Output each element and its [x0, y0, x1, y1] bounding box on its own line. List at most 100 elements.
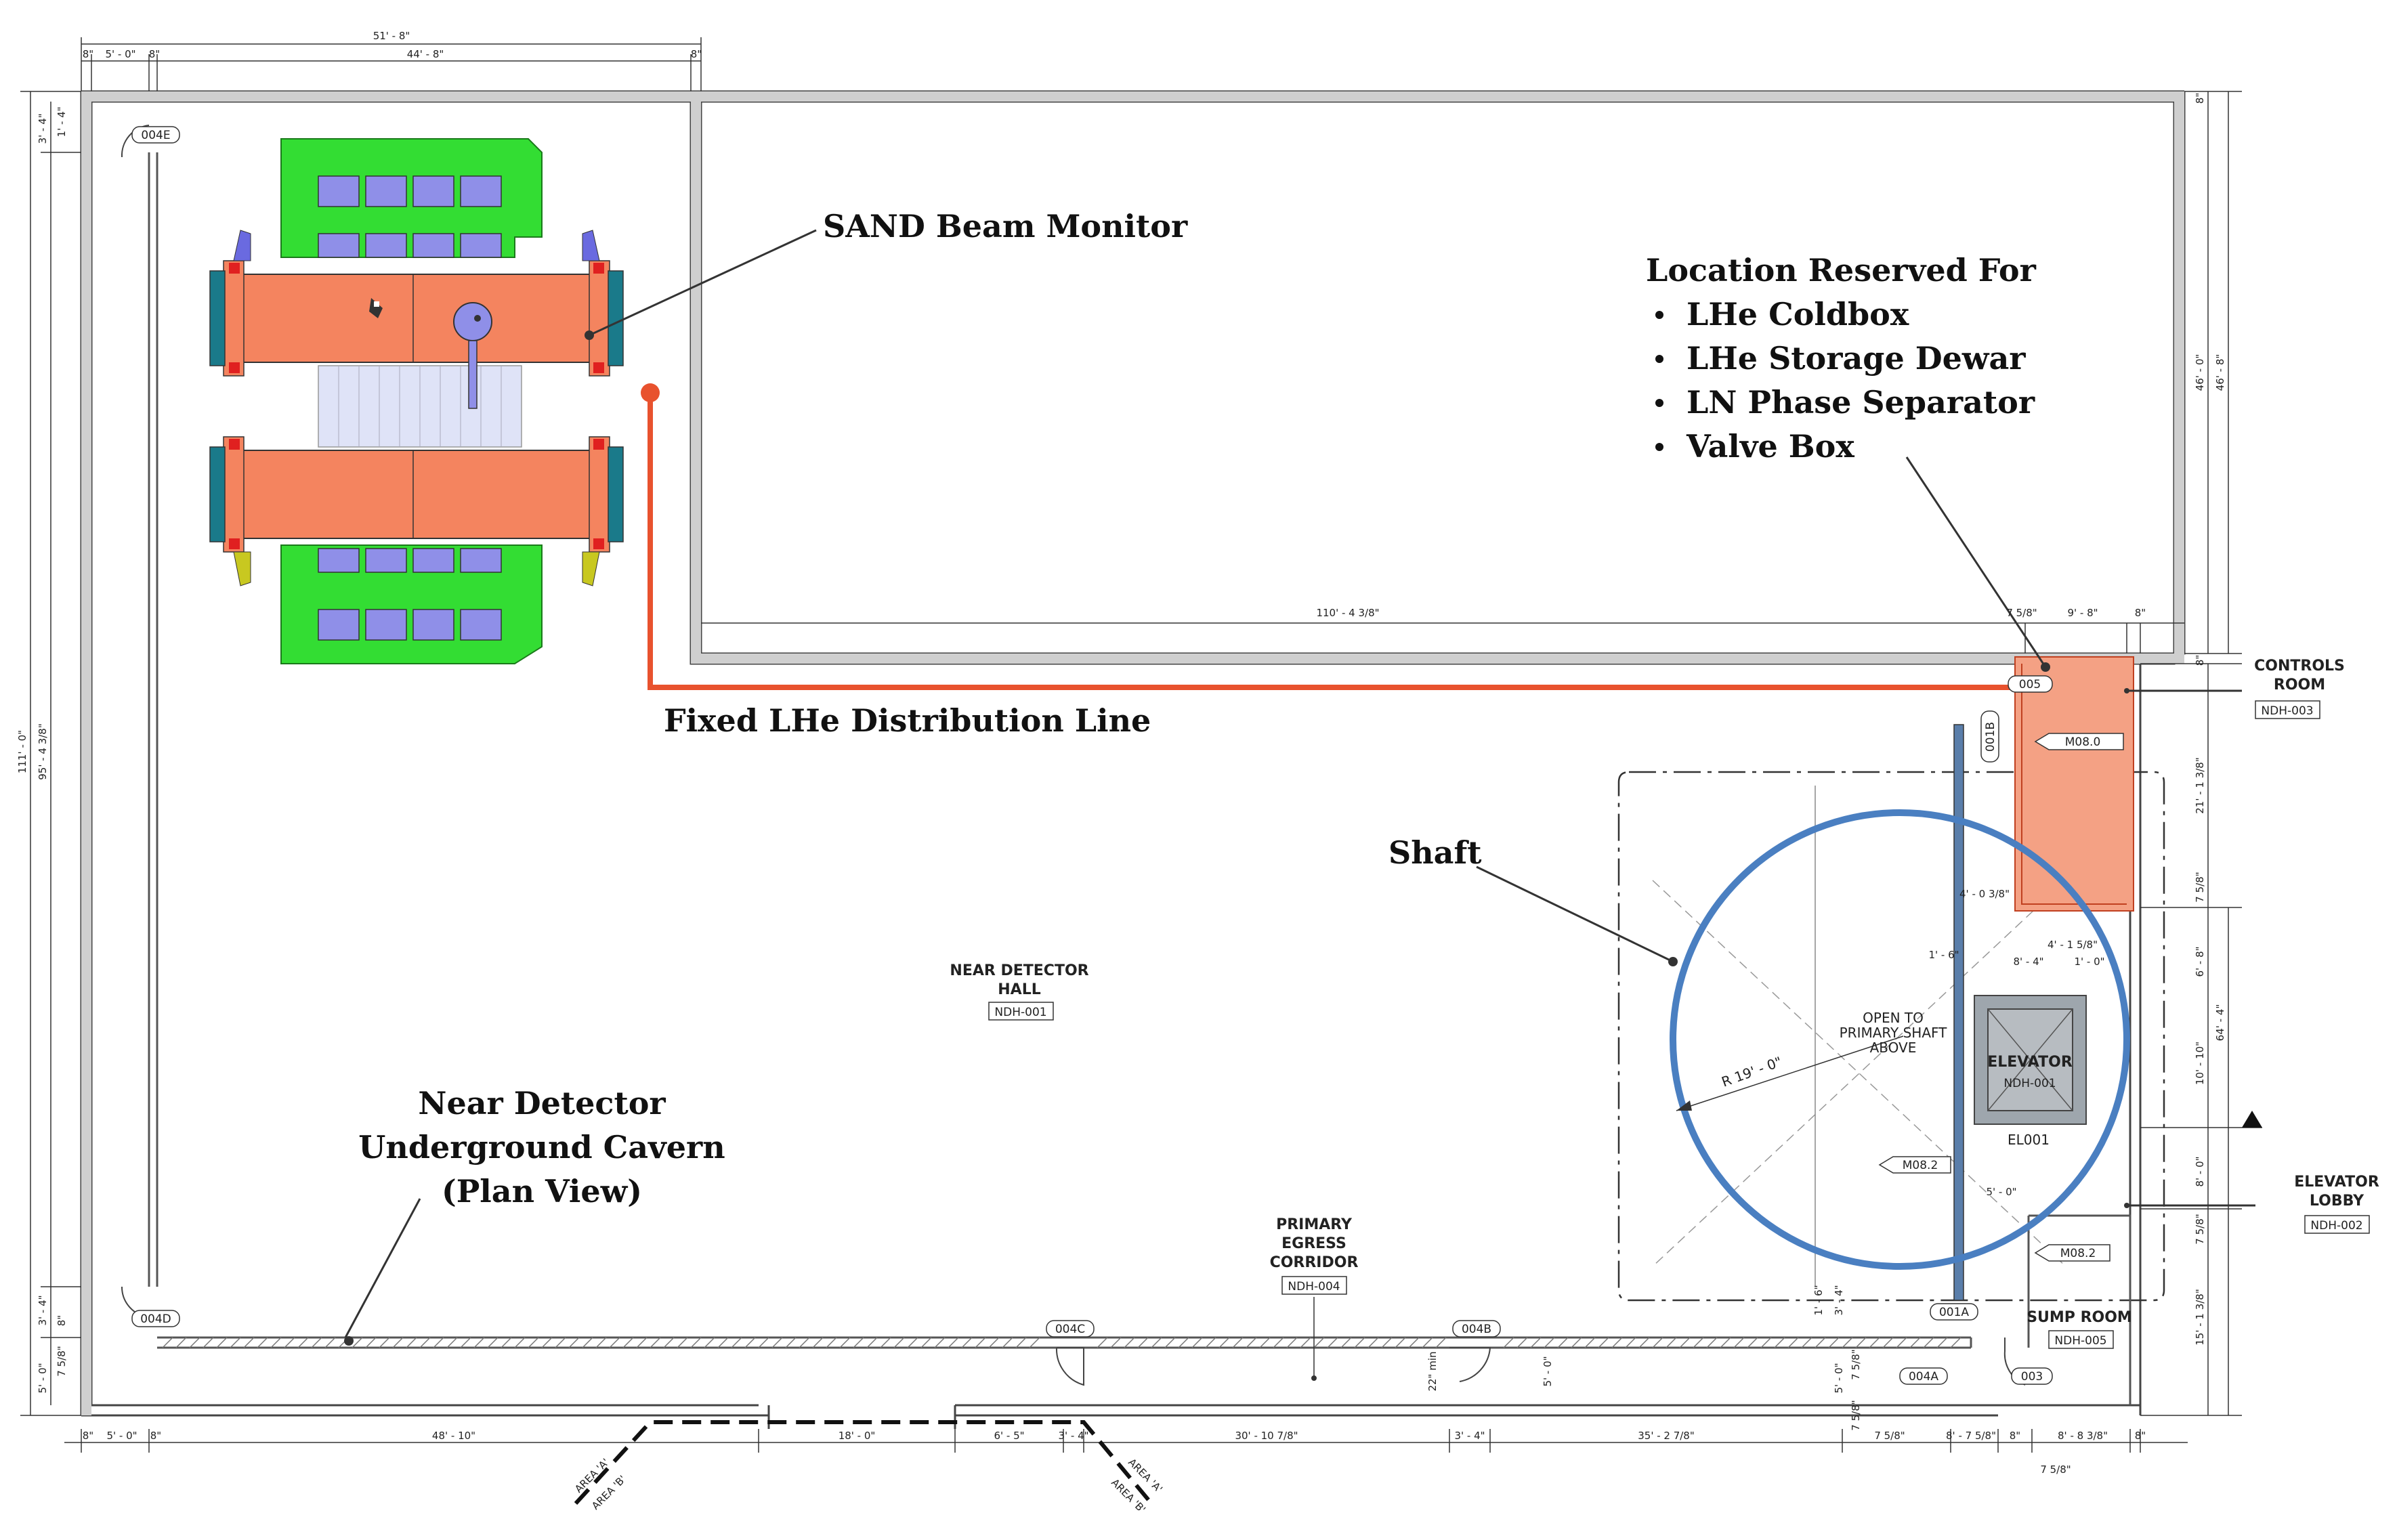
svg-text:3' - 4": 3' - 4"	[1454, 1430, 1485, 1442]
svg-text:1' - 6": 1' - 6"	[1812, 1285, 1825, 1315]
lhe-distribution-line	[641, 383, 2032, 690]
room-sump-tag: NDH-005	[2054, 1334, 2106, 1348]
svg-text:7 5/8": 7 5/8"	[1874, 1430, 1905, 1442]
svg-text:22" min: 22" min	[1426, 1351, 1439, 1391]
svg-text:8' - 0": 8' - 0"	[2194, 1156, 2206, 1186]
room-elevator-id: EL001	[2008, 1132, 2050, 1148]
svg-text:7 5/8": 7 5/8"	[2006, 607, 2037, 619]
svg-text:110' - 4 3/8": 110' - 4 3/8"	[1316, 607, 1379, 619]
room-controls-tag: NDH-003	[2261, 704, 2313, 718]
door-004d: 004D	[140, 1312, 171, 1326]
room-lobby-2: LOBBY	[2310, 1193, 2364, 1210]
room-controls-tag-box	[2255, 700, 2320, 719]
svg-text:8": 8"	[2194, 655, 2206, 666]
room-egress-tag-box	[1281, 1276, 1347, 1295]
svg-text:15' - 1 3/8": 15' - 1 3/8"	[2194, 1289, 2206, 1346]
svg-text:8": 8"	[691, 48, 702, 60]
sand-detector	[209, 138, 624, 664]
room-egress-2: EGRESS	[1281, 1235, 1346, 1252]
door-swings	[121, 125, 2026, 1386]
door-004b: 004B	[1462, 1323, 1491, 1336]
svg-text:111' - 0": 111' - 0"	[16, 730, 28, 773]
svg-text:21' - 1 3/8": 21' - 1 3/8"	[2194, 757, 2206, 814]
svg-text:8": 8"	[56, 1315, 68, 1326]
corridor-hatch	[162, 1337, 1961, 1348]
svg-text:1' - 0": 1' - 0"	[2074, 956, 2104, 968]
svg-text:1' - 6": 1' - 6"	[1928, 949, 1959, 961]
shaft-radius: R 19' - 0"	[1720, 1053, 1785, 1090]
door-005: 005	[2019, 678, 2041, 691]
location-item-4: Valve Box	[1686, 428, 1854, 465]
room-lobby-1: ELEVATOR	[2294, 1174, 2379, 1191]
svg-text:4' - 0 3/8": 4' - 0 3/8"	[1959, 888, 2010, 900]
area-boundary	[574, 1420, 1153, 1505]
wall-hatch	[81, 91, 2184, 1415]
svg-text:8": 8"	[2135, 607, 2146, 619]
svg-text:46' - 0": 46' - 0"	[2194, 354, 2206, 391]
room-hall-name-2: HALL	[998, 981, 1040, 998]
room-hall-tag: NDH-001	[994, 1006, 1046, 1019]
svg-text:7 5/8": 7 5/8"	[56, 1346, 68, 1376]
svg-text:5' - 0": 5' - 0"	[37, 1363, 49, 1393]
svg-text:3' - 4": 3' - 4"	[1833, 1285, 1845, 1315]
svg-text:30' - 10 7/8": 30' - 10 7/8"	[1235, 1430, 1298, 1442]
svg-text:9' - 8": 9' - 8"	[2067, 607, 2098, 619]
location-item-2: LHe Storage Dewar	[1687, 340, 2026, 377]
room-lobby-tag: NDH-002	[2310, 1219, 2362, 1233]
room-sump-tag-box	[2048, 1330, 2114, 1349]
door-004e: 004E	[141, 129, 170, 142]
shaft-area	[1617, 656, 2262, 1405]
svg-text:8": 8"	[2135, 1430, 2146, 1442]
annotation-sand: SAND Beam Monitor	[823, 208, 1188, 244]
svg-text:35' - 2 7/8": 35' - 2 7/8"	[1638, 1430, 1695, 1442]
svg-text:44' - 8": 44' - 8"	[407, 48, 444, 60]
room-elevator: ELEVATOR	[1987, 1054, 2073, 1071]
svg-text:10' - 10": 10' - 10"	[2194, 1042, 2206, 1085]
svg-text:6' - 5": 6' - 5"	[994, 1430, 1024, 1442]
svg-text:5' - 0": 5' - 0"	[1833, 1363, 1845, 1393]
door-tag-boxes	[131, 126, 2124, 1385]
svg-text:5' - 0": 5' - 0"	[105, 48, 135, 60]
svg-text:4' - 1 5/8": 4' - 1 5/8"	[2048, 939, 2098, 951]
svg-text:18' - 0": 18' - 0"	[839, 1430, 876, 1442]
svg-text:AREA 'A': AREA 'A'	[1126, 1456, 1165, 1495]
shaft-open-3: ABOVE	[1870, 1040, 1917, 1056]
shaft-open-2: PRIMARY SHAFT	[1840, 1025, 1948, 1041]
svg-text:3' - 4": 3' - 4"	[37, 113, 49, 144]
location-bullets	[1655, 311, 1663, 451]
room-egress-1: PRIMARY	[1276, 1216, 1353, 1233]
svg-text:8' - 4": 8' - 4"	[2013, 956, 2043, 968]
room-hall-name-1: NEAR DETECTOR	[950, 962, 1088, 979]
svg-text:48' - 10": 48' - 10"	[432, 1430, 475, 1442]
room-elevator-tag: NDH-001	[2003, 1077, 2056, 1090]
svg-text:1' - 4": 1' - 4"	[56, 106, 68, 137]
dimension-lines	[20, 37, 2262, 1453]
svg-text:7 5/8": 7 5/8"	[1850, 1349, 1862, 1379]
svg-text:95' - 4 3/8": 95' - 4 3/8"	[37, 723, 49, 780]
door-004c: 004C	[1055, 1323, 1085, 1336]
svg-text:3' - 4": 3' - 4"	[37, 1295, 49, 1325]
svg-text:51' - 8": 51' - 8"	[373, 30, 410, 42]
location-item-1: LHe Coldbox	[1687, 296, 1909, 333]
svg-text:8' - 7 5/8": 8' - 7 5/8"	[1946, 1430, 1996, 1442]
door-003: 003	[2021, 1370, 2043, 1384]
svg-text:8": 8"	[2194, 93, 2206, 104]
room-controls-2: ROOM	[2274, 677, 2325, 693]
svg-text:7 5/8": 7 5/8"	[2194, 1214, 2206, 1244]
item-m080: M08.0	[2065, 735, 2101, 749]
shaft-open-1: OPEN TO	[1863, 1010, 1924, 1026]
svg-text:8": 8"	[2010, 1430, 2020, 1442]
room-sump: SUMP ROOM	[2027, 1309, 2132, 1326]
door-001a: 001A	[1939, 1306, 1969, 1319]
svg-text:5' - 0": 5' - 0"	[106, 1430, 137, 1442]
location-item-3: LN Phase Separator	[1687, 384, 2035, 421]
svg-text:46' - 8": 46' - 8"	[2214, 354, 2226, 391]
svg-text:6' - 8": 6' - 8"	[2194, 946, 2206, 977]
svg-text:8": 8"	[149, 48, 160, 60]
room-hall-tag-box	[988, 1002, 1054, 1021]
svg-text:7 5/8": 7 5/8"	[2040, 1463, 2071, 1476]
door-001b: 001B	[1984, 722, 1997, 752]
svg-text:8": 8"	[150, 1430, 161, 1442]
annotation-cavern-3: (Plan View)	[442, 1173, 642, 1210]
door-004a: 004A	[1909, 1370, 1938, 1384]
